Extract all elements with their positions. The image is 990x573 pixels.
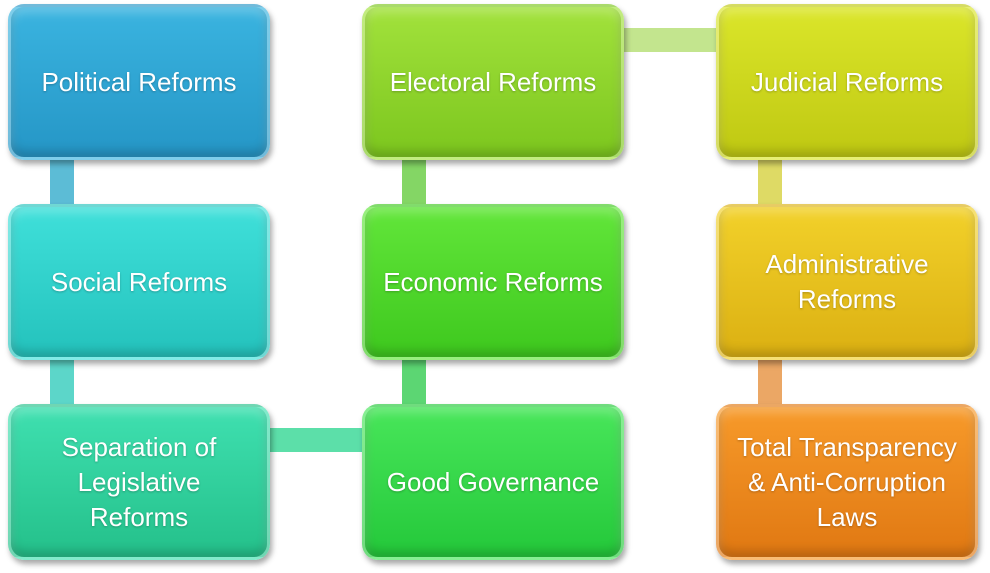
connector-electoral-economic: [402, 155, 426, 207]
connector-judicial-administrative: [758, 155, 782, 207]
box-good-governance: Good Governance: [362, 404, 624, 560]
box-label: Social Reforms: [50, 266, 228, 297]
box-label: Economic Reforms: [383, 266, 603, 297]
box-total-transparency-anti-corruption-laws: Total Transparency & Anti-Corruption Law…: [716, 404, 978, 560]
box-separation-of-legislative-reforms: Separation of Legislative Reforms: [8, 404, 270, 560]
box-label: Total Transparency & Anti-Corruption Law…: [737, 431, 957, 532]
connector-separation-good-governance: [270, 428, 366, 452]
box-label: Separation of Legislative Reforms: [61, 431, 217, 532]
box-label: Judicial Reforms: [750, 66, 944, 97]
box-electoral-reforms: Electoral Reforms: [362, 4, 624, 160]
connector-social-separation: [50, 355, 74, 407]
box-political-reforms: Political Reforms: [8, 4, 270, 160]
box-label: Good Governance: [386, 466, 600, 497]
connector-administrative-transparency: [758, 355, 782, 407]
box-judicial-reforms: Judicial Reforms: [716, 4, 978, 160]
connector-political-social: [50, 155, 74, 207]
box-label: Administrative Reforms: [765, 249, 929, 314]
box-social-reforms: Social Reforms: [8, 204, 270, 360]
box-administrative-reforms: Administrative Reforms: [716, 204, 978, 360]
box-label: Political Reforms: [41, 66, 237, 97]
connector-economic-good-governance: [402, 355, 426, 407]
connector-electoral-judicial: [622, 28, 718, 52]
box-label: Electoral Reforms: [389, 66, 597, 97]
box-economic-reforms: Economic Reforms: [362, 204, 624, 360]
